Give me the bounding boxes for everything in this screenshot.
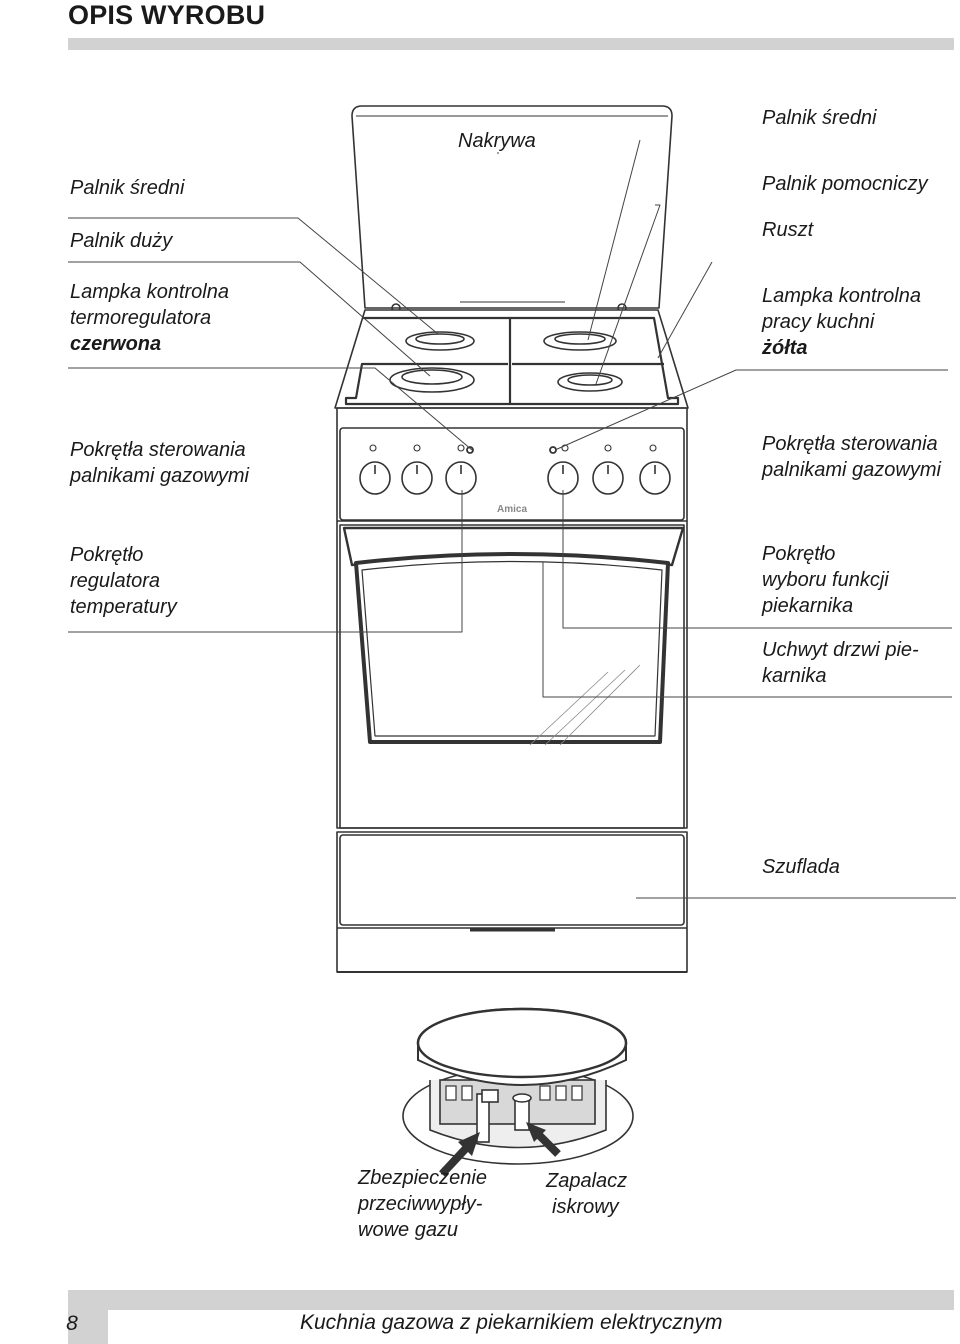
burner-front-right bbox=[557, 372, 623, 392]
label-left-gas-knobs-line1: Pokrętła sterowania bbox=[70, 439, 246, 461]
burner-closeup bbox=[402, 1007, 634, 1165]
label-safety-line1: Zbezpieczenie bbox=[358, 1167, 487, 1189]
label-right-burner-medium: Palnik średni bbox=[762, 107, 877, 129]
label-drawer: Szuflada bbox=[762, 856, 840, 878]
burner-rear-left bbox=[405, 331, 475, 351]
label-work-lamp-line2: pracy kuchni bbox=[762, 311, 875, 333]
label-igniter-line2: iskrowy bbox=[552, 1196, 619, 1218]
label-igniter-line1: Zapalacz bbox=[546, 1170, 628, 1192]
label-temp-knob-line3: temperatury bbox=[70, 596, 177, 618]
label-door-handle-line1: Uchwyt drzwi pie- bbox=[762, 639, 919, 661]
footer-bar bbox=[68, 1290, 954, 1310]
label-func-knob-line3: piekarnika bbox=[762, 595, 854, 617]
label-left-gas-knobs-line2: palnikami gazowymi bbox=[70, 465, 249, 487]
burner-rear-right bbox=[543, 331, 617, 351]
page-title: OPIS WYROBU bbox=[68, 0, 266, 30]
label-left-burner-medium: Palnik średni bbox=[70, 177, 185, 199]
label-thermo-lamp-color: czerwona bbox=[70, 333, 162, 355]
label-temp-knob-line2: regulatora bbox=[70, 570, 161, 592]
brand-logo: Amica bbox=[497, 504, 527, 515]
arrow-igniter bbox=[526, 1122, 561, 1157]
label-burner-aux: Palnik pomocniczy bbox=[762, 173, 928, 195]
lid bbox=[351, 105, 673, 309]
label-temp-knob-line1: Pokrętło bbox=[70, 544, 144, 566]
label-right-gas-knobs-line1: Pokrętła sterowania bbox=[762, 433, 938, 455]
lamp-red bbox=[466, 446, 474, 454]
drawer bbox=[336, 831, 688, 973]
arrow-safety bbox=[439, 1132, 480, 1177]
label-safety-line3: wowe gazu bbox=[358, 1219, 459, 1241]
page-number-box bbox=[68, 1310, 108, 1344]
label-right-gas-knobs-line2: palnikami gazowymi bbox=[762, 459, 941, 481]
label-func-knob-line1: Pokrętło bbox=[762, 543, 836, 565]
hob-top bbox=[334, 309, 689, 409]
label-lid: Nakrywa bbox=[458, 130, 536, 152]
label-safety-line2: przeciwwypły- bbox=[358, 1193, 483, 1215]
label-left-burner-large: Palnik duży bbox=[70, 230, 173, 252]
cooker-diagram: Amica bbox=[68, 105, 956, 1177]
label-thermo-lamp-line2: termoregulatora bbox=[70, 307, 212, 329]
label-door-handle-line2: karnika bbox=[762, 665, 827, 687]
knob-row bbox=[359, 461, 671, 495]
footer-document-title: Kuchnia gazowa z piekarnikiem elektryczn… bbox=[300, 1311, 723, 1334]
burner-front-left bbox=[389, 367, 475, 393]
title-underline-bar bbox=[68, 38, 954, 50]
label-thermo-lamp-line1: Lampka kontrolna bbox=[70, 281, 229, 303]
oven-door-frame bbox=[339, 524, 685, 829]
label-work-lamp-color: żółta bbox=[762, 337, 808, 359]
spark-igniter bbox=[514, 1097, 530, 1131]
control-panel bbox=[339, 427, 685, 521]
label-grate: Ruszt bbox=[762, 219, 814, 241]
oven-window bbox=[354, 552, 670, 744]
label-func-knob-line2: wyboru funkcji bbox=[762, 569, 889, 591]
page-number: 8 bbox=[66, 1312, 78, 1335]
label-work-lamp-line1: Lampka kontrolna bbox=[762, 285, 921, 307]
